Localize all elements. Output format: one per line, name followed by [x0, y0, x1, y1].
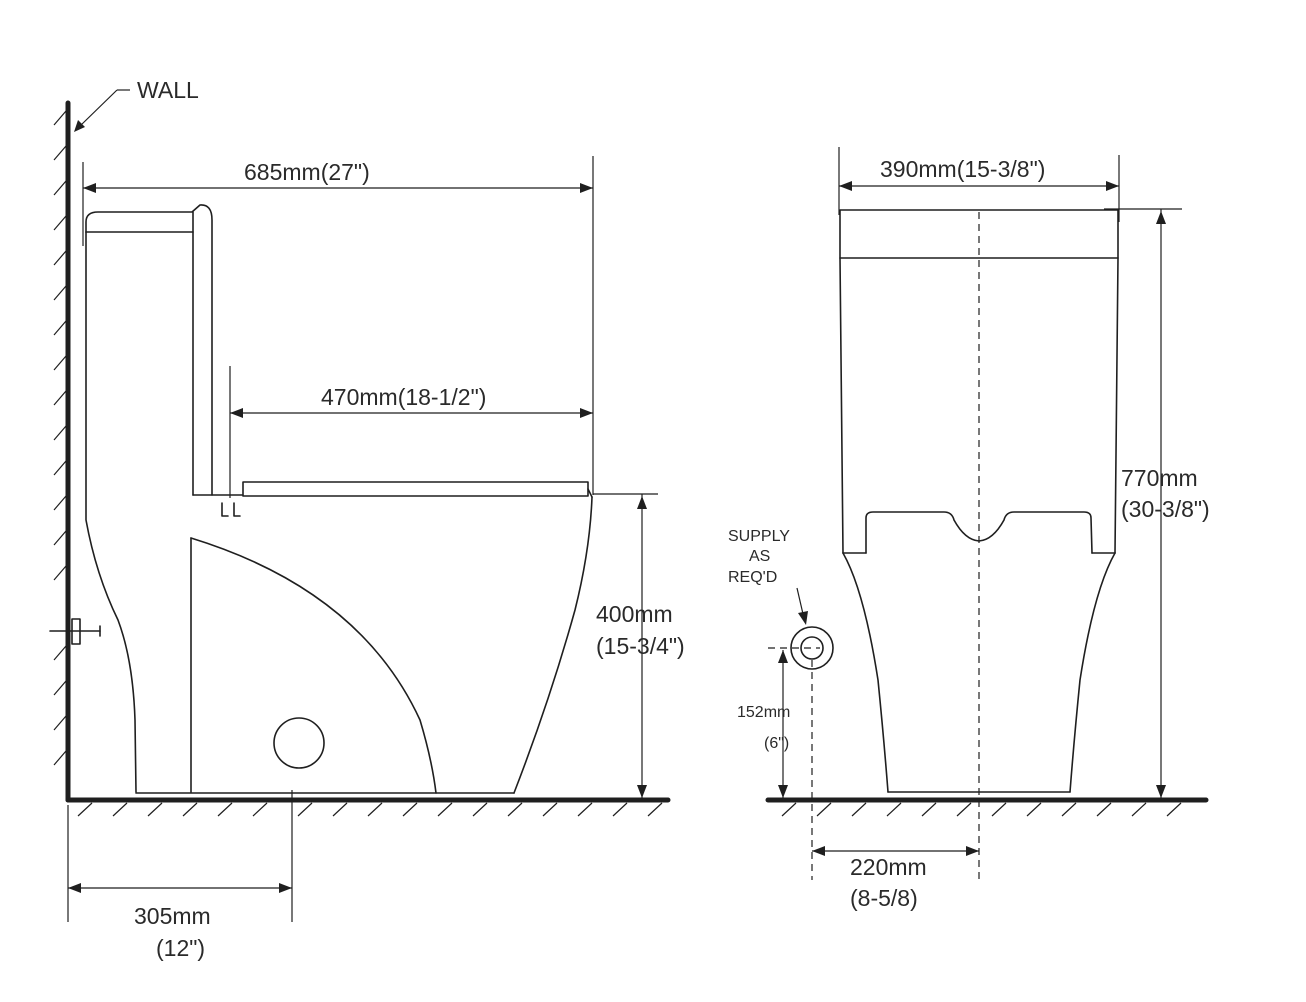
wall	[53, 100, 71, 803]
overall-depth-label: 685mm(27")	[244, 159, 370, 185]
rough-in-dimension	[67, 790, 293, 922]
rough-in-mm-label: 305mm	[134, 903, 211, 929]
supply-fitting	[768, 587, 834, 880]
seat-height-dimension	[593, 493, 658, 800]
overall-depth-dimension	[82, 156, 594, 495]
wall-leader	[74, 89, 130, 132]
overall-width-label: 390mm(15-3/8")	[880, 156, 1045, 182]
overall-width-dimension	[838, 147, 1120, 222]
supply-height-dimension	[778, 650, 788, 798]
supply-stop-valve	[49, 618, 101, 645]
supply-offset-dimension	[812, 846, 979, 856]
rough-in-in-label: (12")	[156, 935, 205, 961]
seat-height-mm-label: 400mm	[596, 601, 673, 627]
supply-height-mm-label: 152mm	[737, 704, 790, 721]
floor-side	[65, 797, 671, 817]
drain-outlet	[273, 717, 325, 769]
floor-front	[765, 797, 1209, 817]
supply-height-in-label: (6")	[764, 735, 789, 752]
supply-label-line2: AS	[749, 548, 770, 565]
side-view: WALL	[49, 77, 685, 961]
overall-height-dimension	[1104, 208, 1182, 800]
wall-hatching	[53, 110, 67, 766]
supply-offset-mm-label: 220mm	[850, 854, 927, 880]
supply-offset-in-label: (8-5/8)	[850, 885, 918, 911]
toilet-side-outline	[49, 204, 593, 794]
supply-label-line1: SUPPLY	[728, 528, 790, 545]
seat-height-in-label: (15-3/4")	[596, 633, 685, 659]
toilet-front-outline	[839, 209, 1119, 793]
supply-label-line3: REQ'D	[728, 569, 777, 586]
overall-height-mm-label: 770mm	[1121, 465, 1198, 491]
wall-label: WALL	[137, 77, 199, 103]
overall-height-in-label: (30-3/8")	[1121, 496, 1210, 522]
seat-depth-dimension	[229, 366, 593, 498]
seat-depth-label: 470mm(18-1/2")	[321, 384, 486, 410]
front-view: SUPPLY AS REQ'D 152mm (6") 220mm (8-5/8)…	[728, 147, 1210, 911]
